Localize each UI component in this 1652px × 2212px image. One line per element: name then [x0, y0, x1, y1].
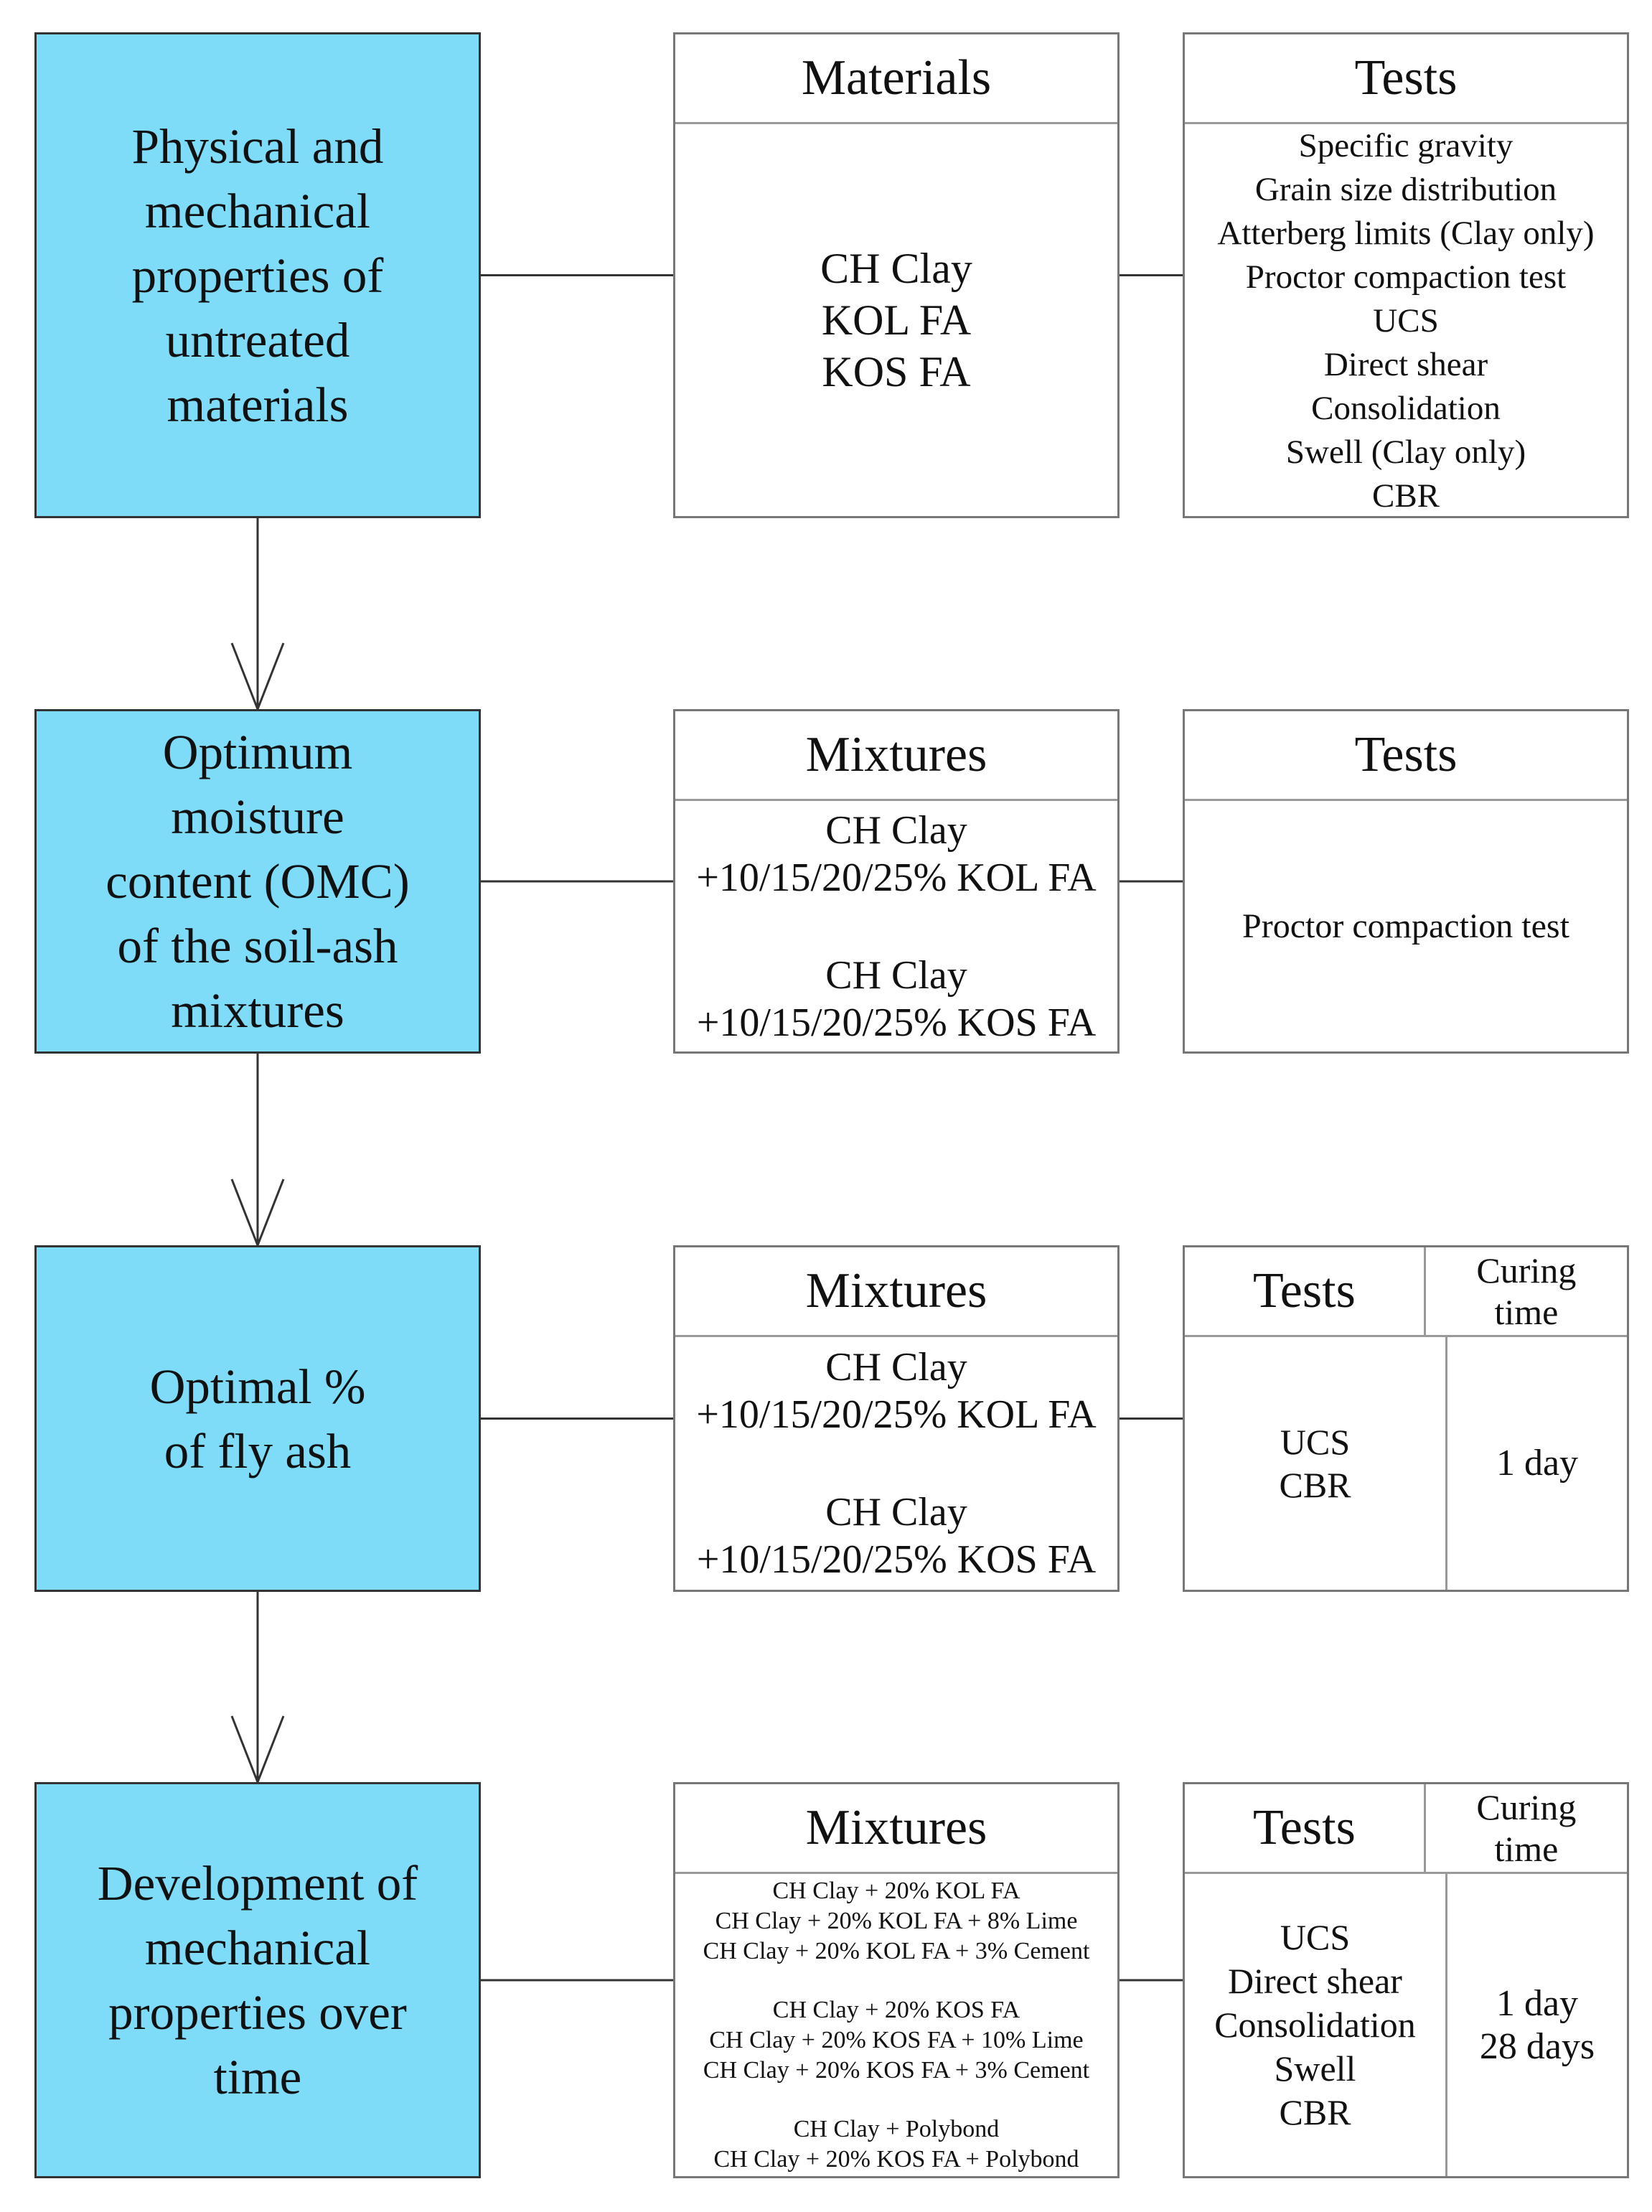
mixture-line: CH Clay	[825, 952, 967, 998]
mixture-line: CH Clay + 20% KOS FA + 3% Cement	[703, 2056, 1090, 2084]
stage-box: Optimal % of fly ash	[34, 1245, 481, 1592]
panel-header: Mixtures	[675, 1247, 1117, 1337]
mixture-line: CH Clay + 20% KOL FA	[772, 1877, 1020, 1904]
header-row: Tests Curing time	[1185, 1247, 1627, 1337]
mixture-line: +10/15/20/25% KOS FA	[696, 1537, 1097, 1582]
curing-header: Curing time	[1423, 1784, 1627, 1872]
mixture-line: CH Clay	[825, 807, 967, 853]
panel-header: Tests	[1185, 34, 1627, 124]
mixture-line: KOS FA	[822, 348, 971, 395]
test-item: UCS	[1280, 1917, 1351, 1957]
stage-title: Development of mechanical properties ove…	[97, 1856, 418, 2104]
panel-header: Tests	[1252, 1263, 1356, 1318]
test-item: Proctor compaction test	[1245, 258, 1567, 296]
panel-header: Mixtures	[675, 711, 1117, 801]
test-item: Proctor compaction test	[1242, 906, 1569, 945]
test-item: Consolidation	[1311, 390, 1501, 427]
test-item: Swell	[1274, 2048, 1356, 2089]
mixture-line: CH Clay + 20% KOS FA + Polybond	[713, 2145, 1079, 2173]
mixture-line: +10/15/20/25% KOS FA	[696, 1000, 1097, 1045]
mixture-line: CH Clay + 20% KOL FA + 3% Cement	[703, 1937, 1090, 1964]
panel-header: Materials	[675, 34, 1117, 124]
mixture-line: +10/15/20/25% KOL FA	[696, 855, 1097, 900]
test-item: CBR	[1279, 2092, 1351, 2132]
mixture-line: CH Clay + 20% KOL FA + 8% Lime	[715, 1907, 1078, 1934]
mixture-line: CH Clay + 20% KOS FA	[772, 1996, 1020, 2023]
header-row: Tests Curing time	[1185, 1784, 1627, 1874]
test-item: Consolidation	[1214, 2005, 1416, 2045]
mixture-line: KOL FA	[821, 296, 972, 344]
curing-item: 28 days	[1479, 2025, 1595, 2067]
test-item: UCS	[1280, 1422, 1351, 1462]
panel-body: CH Clay + 20% KOL FA CH Clay + 20% KOL FA…	[675, 1874, 1117, 2176]
test-item: Grain size distribution	[1254, 171, 1557, 208]
curing-list: 1 day	[1445, 1337, 1627, 1590]
test-item: Direct shear	[1228, 1961, 1402, 2001]
stage-title: Optimal % of fly ash	[149, 1359, 366, 1478]
test-item: Atterberg limits (Clay only)	[1217, 215, 1595, 252]
test-item: CBR	[1279, 1465, 1351, 1505]
test-item: Swell (Clay only)	[1285, 434, 1526, 471]
test-item: UCS	[1373, 302, 1439, 339]
stage-box: Physical and mechanical properties of un…	[34, 32, 481, 518]
test-item: CBR	[1371, 477, 1440, 515]
curing-item: 1 day	[1496, 1443, 1579, 1484]
test-item: Specific gravity	[1298, 127, 1513, 164]
panel-header: Mixtures	[675, 1784, 1117, 1874]
curing-header: Curing time	[1423, 1247, 1627, 1335]
stage-title: Physical and mechanical properties of un…	[131, 118, 384, 432]
mixture-line: +10/15/20/25% KOL FA	[696, 1392, 1097, 1437]
tests-list: Proctor compaction test	[1185, 801, 1627, 1051]
mixture-line: CH Clay + 20% KOS FA + 10% Lime	[709, 2026, 1084, 2053]
mixture-line: CH Clay + Polybond	[793, 2115, 1000, 2142]
panel-header: Tests	[1252, 1800, 1356, 1855]
mixture-line: CH Clay	[820, 245, 972, 292]
panel-header: Tests	[1185, 711, 1627, 801]
mixture-line: CH Clay	[825, 1490, 967, 1534]
curing-item: 1 day	[1496, 1982, 1579, 2024]
stage-title: Optimum moisture content (OMC) of the so…	[105, 725, 410, 1038]
stage-box: Optimum moisture content (OMC) of the so…	[34, 709, 481, 1054]
test-item: Direct shear	[1323, 346, 1488, 383]
mixture-line: CH Clay	[825, 1345, 967, 1389]
stage-box: Development of mechanical properties ove…	[34, 1782, 481, 2178]
